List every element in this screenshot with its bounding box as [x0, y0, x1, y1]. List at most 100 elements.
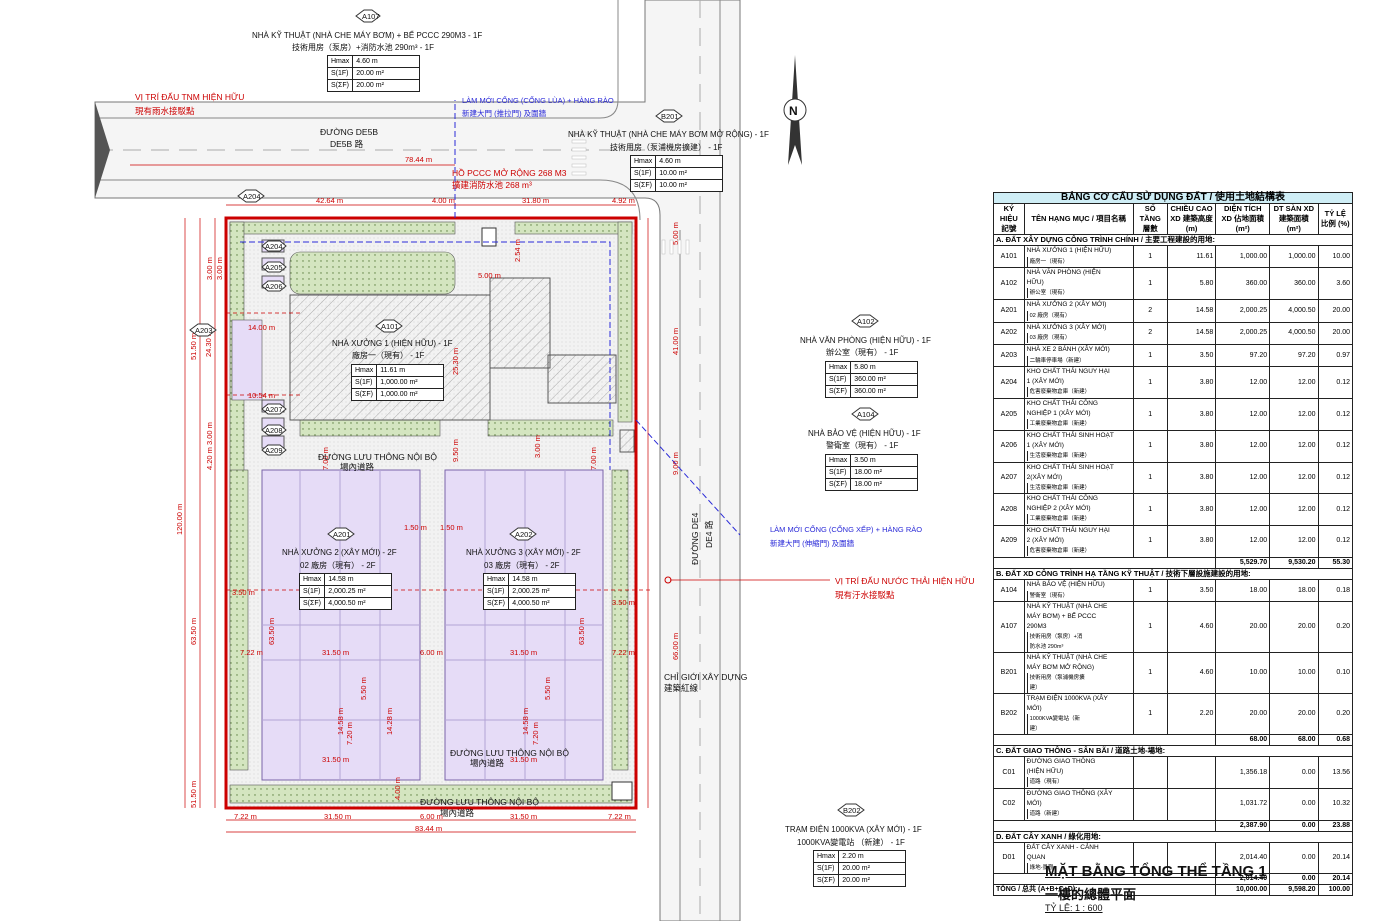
note-gate1-cn: 新建大門 (推拉門) 及圍牆: [462, 108, 547, 118]
spec-value: 14.58 m: [324, 573, 393, 586]
dim-4-00: 4.00 m: [432, 196, 455, 205]
land-cell: 0.12: [1317, 493, 1353, 527]
item-name-vi: KHO CHẤT THẢI CÔNG NGHIỆP 1 (XÂY MỚI): [1026, 400, 1098, 418]
land-cell: 0.00: [1269, 787, 1319, 821]
north-arrow-icon: N: [783, 55, 807, 165]
info-block-a202: NHÀ XƯỞNG 3 (XÂY MỚI) - 2F 03 廠房（現有） - 2…: [466, 548, 581, 570]
item-name-cn: 警衛室（現有）: [1026, 590, 1088, 601]
land-cell: 2,387.90: [1215, 819, 1271, 832]
tag-a206: A206: [261, 280, 287, 292]
land-cell: 1,000.00: [1215, 244, 1271, 269]
spec-row: S(ΣF)360.00 m²: [824, 385, 919, 398]
spec-row: S(ΣF)4,000.50 m²: [298, 597, 393, 610]
land-cell: A201: [993, 299, 1025, 323]
land-cell: 1: [1132, 398, 1168, 431]
dim-31-50-c: 31.50 m: [322, 755, 349, 764]
spec-key: Hmax: [326, 55, 354, 68]
land-cell: 360.00: [1269, 267, 1319, 301]
tag-a104: A104: [851, 407, 879, 421]
tag-a101: A101: [375, 319, 403, 333]
land-cell: 1: [1132, 693, 1168, 736]
tag-a208: A208: [261, 424, 287, 436]
spec-key: Hmax: [824, 361, 852, 374]
land-cell: B201: [993, 652, 1025, 695]
dim-25-30: 25.30 m: [451, 348, 460, 375]
land-cell: 5.80: [1166, 267, 1217, 301]
land-cell: [1132, 756, 1168, 789]
land-cell: 10.00: [1269, 652, 1319, 695]
land-cell: 1: [1132, 244, 1168, 269]
item-name-cn: 技術用房（泵浦機房擴建）: [1026, 673, 1088, 694]
land-cell: 20.14: [1317, 841, 1353, 875]
info-block-b202: TRẠM ĐIỆN 1000KVA (XÂY MỚI) - 1F 1000KVA…: [785, 825, 922, 847]
svg-text:A202: A202: [515, 530, 533, 539]
land-header-cell: DT SÀN XD 建築面積 (m²): [1269, 203, 1319, 235]
spec-value: 4.60 m: [655, 155, 724, 168]
note-pccc: HỒ PCCC MỞ RỘNG 268 M3: [452, 167, 567, 178]
land-cell: 1,031.72: [1215, 787, 1271, 821]
land-cell: [992, 819, 1217, 832]
a104-title-cn: 警衛室（現有） - 1F: [826, 440, 899, 450]
land-cell: 0.00: [1269, 841, 1319, 875]
dim-63-50-a: 63.50 m: [267, 618, 276, 645]
item-name-cn: 02 廠房（現有）: [1026, 310, 1088, 321]
land-cell: TỔNG / 总共 (A+B+C+D):: [992, 884, 1217, 897]
land-cell: 20.00: [1215, 601, 1271, 654]
land-cell: 0.10: [1317, 652, 1353, 695]
land-cell: 2,000.25: [1215, 299, 1271, 323]
note-internal-road-3: ĐƯỜNG LƯU THÔNG NỘI BỘ: [420, 797, 539, 807]
spec-value: 18.00 m²: [850, 466, 919, 479]
dim-120-00: 120.00 m: [175, 504, 184, 535]
land-header-cell: DIỆN TÍCH XD 佔地面積 (m²): [1215, 203, 1271, 235]
note-internal-road-1-cn: 場內道路: [340, 462, 375, 472]
dim-14-00: 14.00 m: [248, 323, 275, 332]
dim-3-00-a: 3.00 m: [205, 257, 214, 280]
item-name-cn: 技術用房（泵房）+消防水池 290m³: [1026, 632, 1088, 653]
land-cell: 20.00: [1317, 321, 1353, 346]
spec-value: 360.00 m²: [850, 373, 919, 386]
spec-key: Hmax: [298, 573, 326, 586]
building-a107: [481, 227, 497, 247]
item-name-vi: NHÀ XƯỞNG 1 (HIỆN HỮU): [1026, 247, 1112, 254]
land-item-name: NHÀ BẢO VỆ (HIỆN HỮU)警衛室（現有）: [1023, 578, 1134, 603]
dimension-labels: 78.44 m 42.64 m 4.00 m 31.80 m 4.92 m 5.…: [175, 155, 680, 833]
note-waste: VỊ TRÍ ĐẤU NƯỚC THẢI HIỆN HỮU: [835, 575, 975, 586]
land-cell: 1: [1132, 652, 1168, 695]
item-name-cn: 生活廢棄物倉庫（新建）: [1026, 450, 1090, 461]
land-cell: 12.00: [1215, 398, 1271, 431]
land-cell: 12.00: [1215, 429, 1271, 463]
land-cell: 9,598.20: [1269, 884, 1319, 897]
a202-title: NHÀ XƯỞNG 3 (XÂY MỚI) - 2F: [466, 548, 581, 557]
dim-51-50-b: 51.50 m: [189, 781, 198, 808]
spec-key: S(1F): [824, 466, 852, 479]
land-cell: 12.00: [1215, 493, 1271, 527]
tag-a107: A107: [355, 9, 381, 23]
land-cell: [1166, 841, 1217, 875]
land-cell: 12.00: [1269, 398, 1319, 431]
item-name-vi: NHÀ VĂN PHÒNG (HIỆN HỮU): [1026, 269, 1101, 287]
dim-4-92: 4.92 m: [612, 196, 635, 205]
spec-row: S(1F)18.00 m²: [824, 466, 919, 479]
land-header-cell: CHIỀU CAO XD 建築高度 (m): [1166, 203, 1217, 235]
land-cell: 0.00: [1269, 756, 1319, 789]
a101-title: NHÀ XƯỞNG 1 (HIỆN HỮU) - 1F: [332, 339, 453, 348]
spec-key: S(1F): [326, 67, 354, 80]
land-cell: 18.00: [1215, 578, 1271, 603]
a201-title-cn: 02 廠房（現有） - 2F: [300, 560, 376, 570]
svg-text:A102: A102: [857, 317, 875, 326]
land-section-row: A. ĐẤT XÂY DỰNG CÔNG TRÌNH CHÍNH / 主要工程建…: [993, 234, 1353, 246]
land-cell: A207: [993, 461, 1025, 495]
dim-63-50: 63.50 m: [189, 618, 198, 645]
road-de4: ĐƯỜNG DE4 DE4 路: [690, 512, 714, 565]
land-cell: 13.56: [1317, 756, 1353, 789]
item-name-cn: 03 廠房（現有）: [1026, 333, 1088, 344]
land-cell: D. ĐẤT CÂY XANH / 綠化用地:: [993, 830, 1353, 843]
